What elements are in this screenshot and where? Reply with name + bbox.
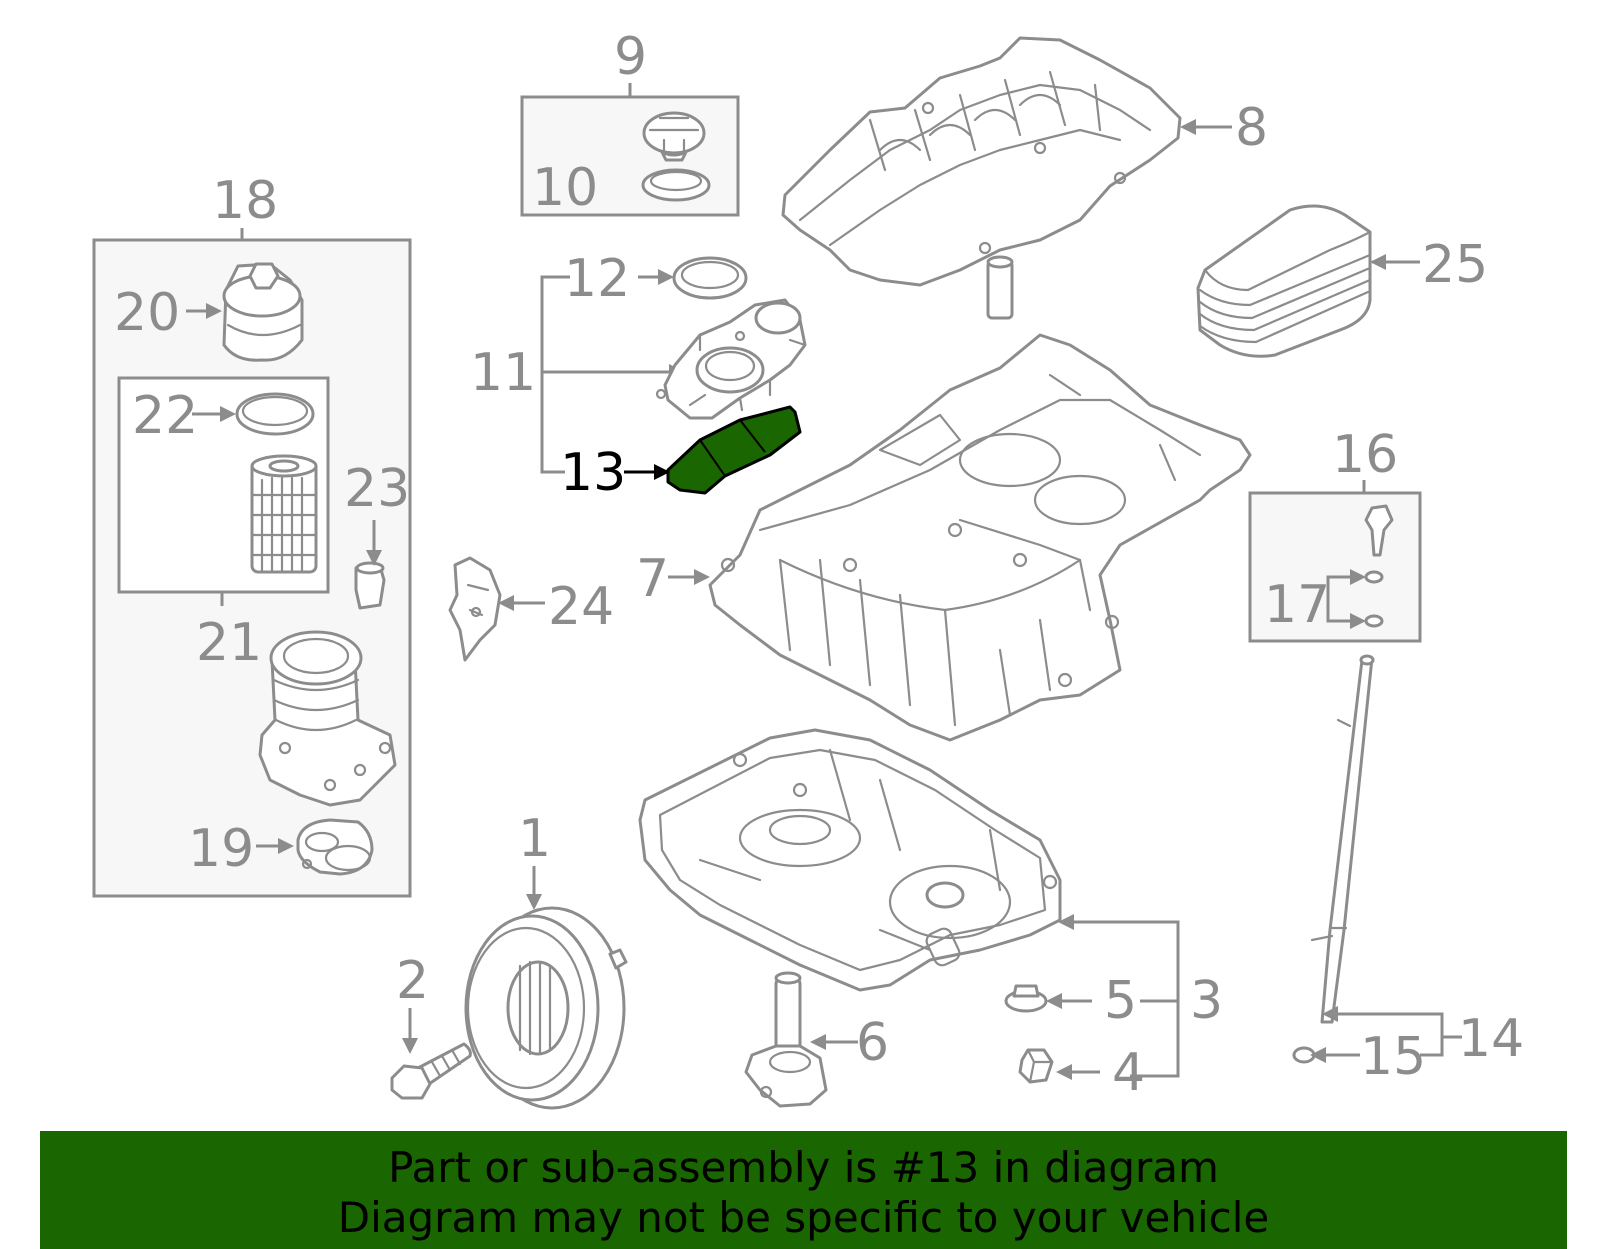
sensor-23[interactable] — [354, 561, 386, 610]
dipstick-tube-14[interactable] — [1310, 654, 1375, 1024]
banner-line-2: Diagram may not be specific to your vehi… — [337, 1193, 1270, 1242]
oil-level-sensor-6[interactable] — [744, 971, 828, 1108]
callout-25: 25 — [1422, 235, 1488, 295]
callout-14: 14 — [1458, 1009, 1524, 1069]
crankshaft-pulley-1[interactable] — [464, 906, 628, 1110]
callout-15: 15 — [1360, 1027, 1426, 1087]
drain-plug-4[interactable] — [1018, 1048, 1054, 1084]
callout-5: 5 — [1104, 971, 1137, 1031]
filter-cap-20[interactable] — [222, 262, 304, 362]
oil-cooler-25[interactable] — [1196, 204, 1372, 358]
callout-13: 13 — [560, 443, 626, 503]
callout-11: 11 — [470, 343, 536, 403]
callout-6: 6 — [856, 1013, 889, 1073]
info-banner: Part or sub-assembly is #13 in diagram D… — [40, 1131, 1567, 1249]
banner-line-1: Part or sub-assembly is #13 in diagram — [388, 1143, 1219, 1192]
callout-8: 8 — [1235, 98, 1268, 158]
oil-sump-3[interactable] — [638, 728, 1062, 992]
filter-element[interactable] — [250, 454, 318, 574]
pulley-bolt-2[interactable] — [390, 1042, 472, 1100]
callout-24: 24 — [548, 577, 614, 637]
callout-18: 18 — [212, 171, 278, 231]
callout-19: 19 — [188, 819, 254, 879]
callout-16: 16 — [1332, 425, 1398, 485]
callout-17: 17 — [1264, 575, 1330, 635]
callout-20: 20 — [114, 283, 180, 343]
callout-7: 7 — [636, 549, 669, 609]
filter-housing-21[interactable] — [258, 630, 397, 807]
callout-4: 4 — [1112, 1043, 1145, 1103]
callout-3: 3 — [1190, 971, 1223, 1031]
callout-2: 2 — [396, 951, 429, 1011]
callout-21: 21 — [196, 613, 262, 673]
callout-22: 22 — [132, 386, 198, 446]
o-ring-22[interactable] — [235, 392, 315, 436]
callout-10: 10 — [532, 158, 598, 218]
oil-separator-11[interactable] — [655, 298, 807, 420]
callout-23: 23 — [344, 459, 410, 519]
oil-pan-7[interactable] — [708, 333, 1252, 742]
callout-1: 1 — [518, 809, 551, 869]
tube-fitting[interactable] — [1364, 504, 1394, 557]
bracket-24[interactable] — [448, 556, 502, 662]
oil-filler-cap[interactable] — [642, 111, 706, 162]
callout-12: 12 — [564, 249, 630, 309]
callout-9: 9 — [614, 27, 647, 87]
upper-oil-pan-8[interactable] — [781, 36, 1182, 320]
filler-cap-seal[interactable] — [641, 168, 711, 202]
seal-19[interactable] — [296, 818, 374, 876]
separator-gasket-13[interactable] — [666, 405, 802, 495]
seal-12[interactable] — [672, 256, 748, 300]
drain-washer-5[interactable] — [1004, 984, 1048, 1013]
